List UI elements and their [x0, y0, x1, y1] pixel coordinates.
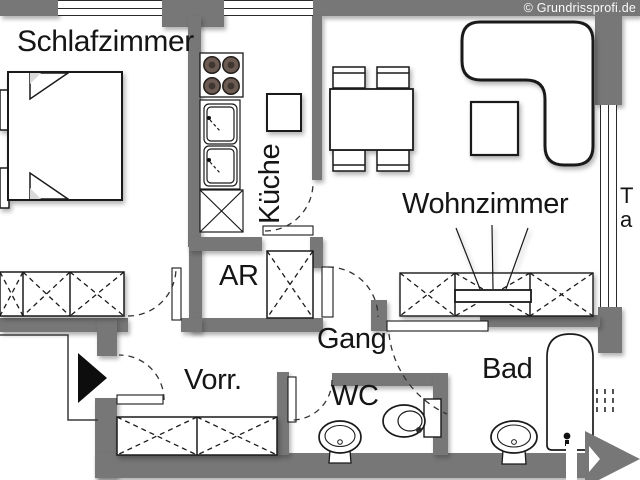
faucet-icon	[207, 116, 211, 120]
watermark: © Grundrissprofi.de	[523, 1, 636, 15]
edge-text-line1: T	[620, 183, 634, 208]
window-schlafzimmer	[58, 0, 162, 16]
label-wohnzimmer: Wohnzimmer	[402, 188, 569, 220]
door-kueche	[262, 225, 314, 236]
door-ar	[321, 266, 334, 318]
door-schlafzimmer	[171, 267, 182, 321]
tv	[454, 289, 532, 303]
label-bad: Bad	[482, 353, 533, 385]
wall-schlaf-kueche	[188, 16, 201, 247]
double-sink	[199, 99, 241, 190]
edge-text-line2: a	[620, 207, 633, 232]
toilet	[382, 398, 442, 438]
window-wohnzimmer	[600, 105, 617, 307]
door-bad	[386, 320, 489, 332]
wall-top-left	[0, 0, 58, 16]
wall-ar-bottom	[202, 318, 323, 332]
coffee-table	[469, 100, 520, 157]
burner-icon	[208, 61, 235, 90]
right-wall-dashes	[596, 389, 614, 412]
dining-set	[329, 66, 414, 172]
wall-bad-door-jamb	[371, 300, 387, 331]
wall-dining-divider	[312, 16, 322, 180]
door-leaves	[116, 225, 489, 423]
storage-closet	[266, 250, 314, 319]
wall-bed-door-stub	[181, 318, 202, 332]
wc-hand-basin	[318, 420, 362, 464]
door-swing-arcs	[118, 182, 448, 421]
wall-top-right	[313, 0, 640, 16]
entrance-arrow-icon	[78, 353, 107, 403]
faucet-icon	[207, 158, 211, 162]
wall-bed-bottom	[0, 318, 128, 332]
wall-right-mid	[598, 307, 622, 353]
window-kueche	[224, 0, 313, 16]
wall-vorraum-left-top	[97, 318, 117, 356]
wall-gang-bad	[480, 315, 600, 327]
bath-sink	[490, 420, 538, 465]
label-gang: Gang	[317, 323, 387, 355]
label-ar: AR	[219, 260, 259, 292]
label-kueche: Küche	[254, 143, 286, 224]
exterior-outline	[0, 334, 98, 421]
fridge	[266, 93, 302, 132]
pillow	[29, 171, 71, 200]
stove	[199, 52, 244, 98]
label-wc: WC	[331, 380, 379, 412]
tv-sideboard	[399, 224, 594, 317]
label-vorraum: Vorr.	[184, 364, 242, 396]
double-bed	[0, 71, 123, 209]
wall-ar-left	[189, 247, 202, 332]
tub-faucet-icon	[563, 432, 571, 440]
corner-sofa	[460, 20, 595, 167]
bedroom-wardrobe	[0, 271, 125, 317]
wall-wc-left	[277, 372, 289, 455]
label-schlafzimmer: Schlafzimmer	[17, 25, 194, 58]
door-wc	[287, 376, 297, 423]
dining-table	[329, 88, 414, 151]
wall-right-upper	[595, 16, 622, 105]
corner-arrow-icon	[566, 431, 640, 480]
hall-wardrobe	[116, 416, 278, 456]
cistern	[423, 398, 442, 438]
pillow	[29, 72, 71, 101]
wall-ar-top	[189, 237, 262, 251]
door-entrance	[116, 394, 164, 405]
kitchen-cabinet	[199, 189, 244, 233]
wall-wc-top	[332, 373, 437, 386]
tv-direction-lines	[455, 224, 529, 290]
chair	[332, 66, 410, 172]
